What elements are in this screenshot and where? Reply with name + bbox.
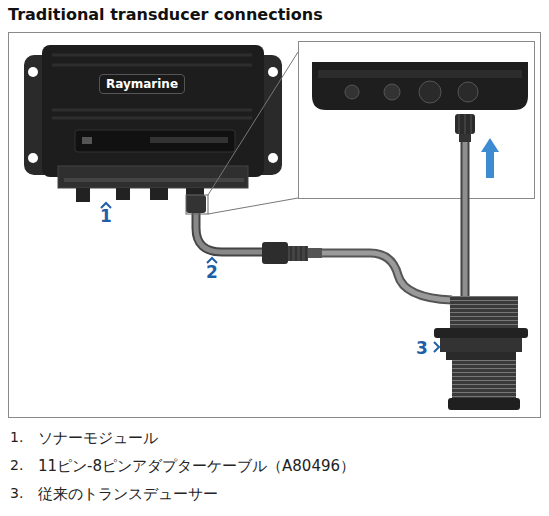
list-number: 3.: [10, 485, 23, 501]
transducer: [434, 296, 528, 410]
list-item: 11ピン-8ピンアダプターケーブル（A80496）: [38, 457, 355, 476]
callout-arrow: [434, 342, 439, 352]
sonar-module: [24, 45, 282, 202]
callout-number: 2: [206, 262, 218, 282]
inset-view: [299, 42, 535, 297]
title: Traditional transducer connections: [8, 5, 323, 24]
list-item: 従来のトランスデューサー: [38, 485, 218, 504]
logo-plate: Raymarine: [99, 74, 185, 94]
list-number: 1.: [10, 429, 23, 445]
zoom-marker: [186, 195, 208, 214]
leader-line: [208, 198, 298, 214]
callout-number: 1: [100, 206, 112, 226]
leader-line: [208, 52, 298, 195]
list-item: ソナーモジュール: [38, 429, 158, 448]
frame: [9, 33, 541, 418]
adapter-cable: [186, 195, 452, 300]
brand-text: Raymarine: [106, 77, 178, 91]
callout-number: 3: [416, 338, 428, 358]
list-number: 2.: [10, 457, 23, 473]
